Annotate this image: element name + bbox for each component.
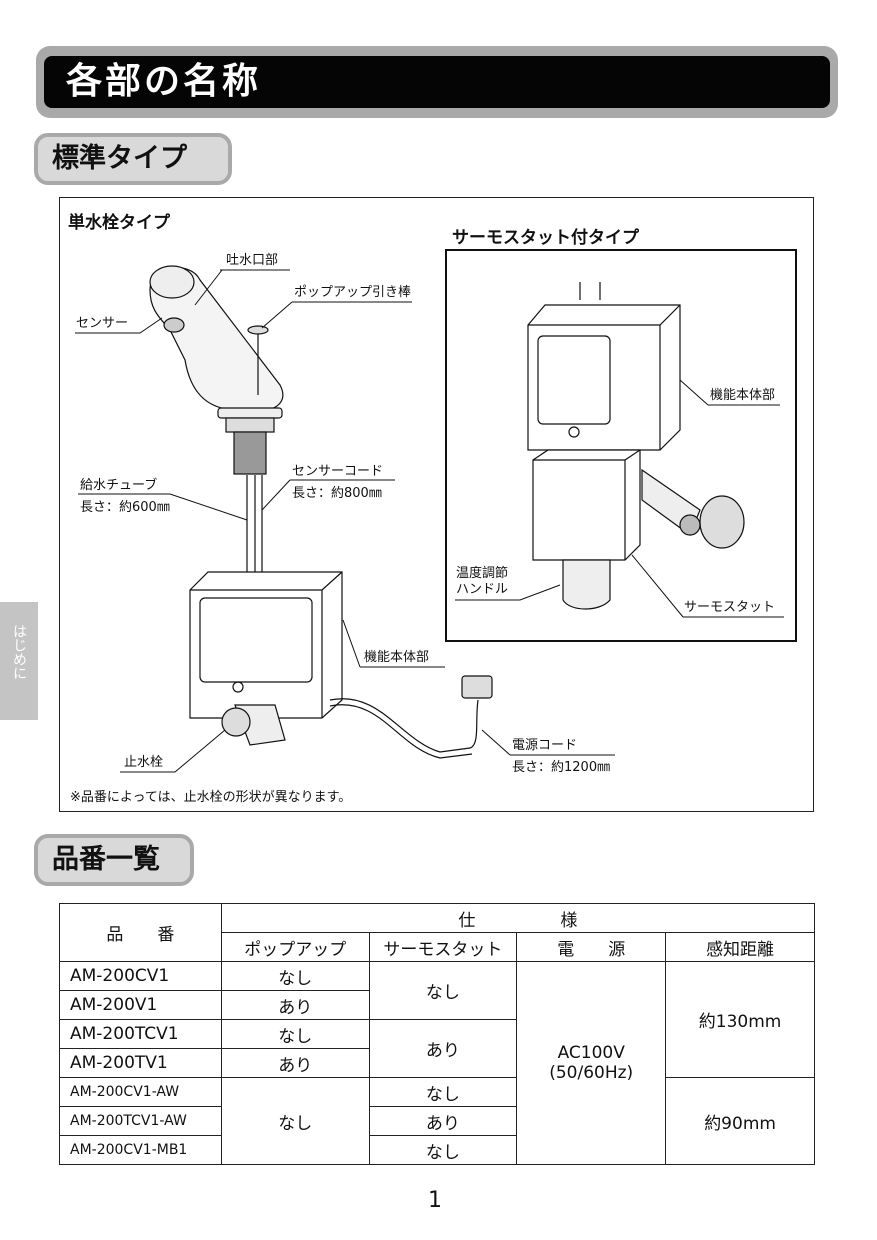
table-row: AM-200TCV1-AW あり <box>59 1106 815 1136</box>
thermostat-cell: あり <box>368 1019 518 1078</box>
thermostat-cell: なし <box>368 961 518 1020</box>
single-faucet-heading: 単水栓タイプ <box>68 213 170 233</box>
model-cell: AM-200TCV1 <box>59 1019 222 1049</box>
label-power-cord: 電源コード <box>512 738 578 753</box>
label-spout: 吐水口部 <box>226 253 279 268</box>
model-cell: AM-200V1 <box>59 990 222 1020</box>
thermostat-type-heading: サーモスタット付タイプ <box>452 228 639 248</box>
range-cell: 約90mm <box>665 1077 815 1165</box>
label-temp-handle-line2: ハンドル <box>456 582 509 597</box>
label-temp-handle-line1: 温度調節 <box>456 566 509 581</box>
left-body-illustration <box>189 571 493 759</box>
section-heading-standard-text: 標準タイプ <box>52 143 187 174</box>
page-title-bar: 各部の名称 <box>44 56 830 108</box>
model-cell: AM-200TV1 <box>59 1048 222 1078</box>
table-row: AM-200CV1 なし なし AC100V (50/60Hz) 約130mm <box>59 961 815 1165</box>
label-sensor-cord-length: 長さ：約800㎜ <box>292 486 382 501</box>
range-cell: 約130mm <box>665 961 815 1078</box>
popup-cell: なし <box>220 1019 370 1049</box>
page-number: 1 <box>428 1188 442 1213</box>
header-spec: 仕 様 <box>220 903 816 933</box>
faucet-illustration <box>149 265 284 575</box>
label-popup-rod: ポップアップ引き棒 <box>294 285 412 300</box>
page-title-banner: 各部の名称 <box>36 46 838 118</box>
label-body-left: 機能本体部 <box>364 650 430 665</box>
header-model: 品 番 <box>59 903 222 962</box>
label-thermostat: サーモスタット <box>684 600 776 615</box>
figure-note: ※品番によっては、止水栓の形状が異なります。 <box>70 790 352 805</box>
table-row: AM-200V1 あり <box>59 990 815 1020</box>
section-heading-model-list-text: 品番一覧 <box>52 844 160 875</box>
parts-figure <box>59 197 814 812</box>
model-cell: AM-200CV1-AW <box>59 1077 222 1107</box>
thermostat-cell: なし <box>368 1135 518 1165</box>
power-cell: AC100V (50/60Hz) <box>516 961 667 1165</box>
label-stop-valve: 止水栓 <box>124 755 164 770</box>
thermostat-unit-illustration <box>527 282 745 610</box>
label-supply-tube-length: 長さ：約600㎜ <box>80 500 170 515</box>
section-heading-standard: 標準タイプ <box>34 133 232 185</box>
popup-cell: あり <box>220 1048 370 1078</box>
label-sensor-cord: センサーコード <box>292 464 384 479</box>
label-body-right: 機能本体部 <box>710 388 776 403</box>
label-power-cord-length: 長さ：約1200㎜ <box>512 760 611 775</box>
model-spec-table: 品 番 仕 様 ポップアップ サーモスタット 電 源 感知距離 AM-200CV… <box>59 903 816 1165</box>
model-cell: AM-200CV1-MB1 <box>59 1135 222 1165</box>
page-title: 各部の名称 <box>66 61 262 102</box>
model-cell: AM-200CV1 <box>59 961 222 991</box>
thermostat-cell: なし <box>368 1077 518 1107</box>
popup-cell: なし <box>220 961 370 991</box>
power-voltage: AC100V <box>557 1043 625 1063</box>
label-sensor: センサー <box>76 316 129 331</box>
popup-cell: なし <box>220 1077 370 1165</box>
popup-cell: あり <box>220 990 370 1020</box>
section-heading-model-list: 品番一覧 <box>34 834 194 886</box>
power-frequency: (50/60Hz) <box>549 1063 634 1083</box>
header-power: 電 源 <box>516 932 667 962</box>
label-supply-tube: 給水チューブ <box>80 478 158 493</box>
side-index-tab: はじめに <box>0 602 38 720</box>
table-row: AM-200TV1 あり <box>59 1048 815 1078</box>
header-range: 感知距離 <box>665 932 815 962</box>
thermostat-figure-frame <box>445 249 797 642</box>
table-row: AM-200CV1-AW なし なし 約90mm <box>59 1077 815 1165</box>
thermostat-cell: あり <box>368 1106 518 1136</box>
table-row: AM-200CV1-MB1 なし <box>59 1135 815 1165</box>
side-index-tab-label: はじめに <box>11 624 27 680</box>
header-thermostat: サーモスタット <box>368 932 518 962</box>
header-popup: ポップアップ <box>220 932 370 962</box>
model-cell: AM-200TCV1-AW <box>59 1106 222 1136</box>
